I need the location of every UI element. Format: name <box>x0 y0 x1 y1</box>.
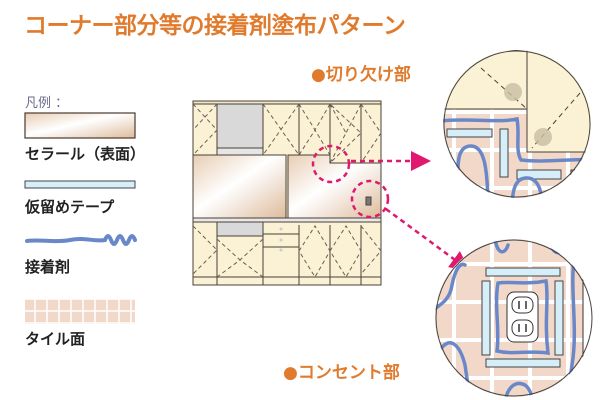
notch-detail <box>443 50 591 198</box>
legend-label-ceral: セラール（表面） <box>25 145 146 163</box>
legend-swatch-ceral <box>24 112 136 139</box>
legend-label-tile: タイル面 <box>25 330 86 348</box>
kitchen-elevation <box>192 100 382 286</box>
outlet-highlight-circle <box>350 179 390 219</box>
legend-swatch-tape <box>24 180 136 189</box>
callout-notch-label: ●切り欠け部 <box>311 65 411 85</box>
callout-outlet-label: ●コンセント部 <box>283 363 400 383</box>
legend-swatch-tile <box>25 299 135 324</box>
notch-highlight-circle <box>311 144 351 184</box>
outlet-mark <box>365 196 372 206</box>
outlet-arrow <box>385 207 471 271</box>
outlet-detail <box>435 239 593 397</box>
legend-swatch-adhesive <box>25 234 137 246</box>
legend-label-adhesive: 接着剤 <box>25 258 71 276</box>
legend-heading: 凡例 ： <box>25 96 69 111</box>
page-title: コーナー部分等の接着剤塗布パターン <box>24 13 406 39</box>
legend-label-tape: 仮留めテープ <box>25 198 115 216</box>
